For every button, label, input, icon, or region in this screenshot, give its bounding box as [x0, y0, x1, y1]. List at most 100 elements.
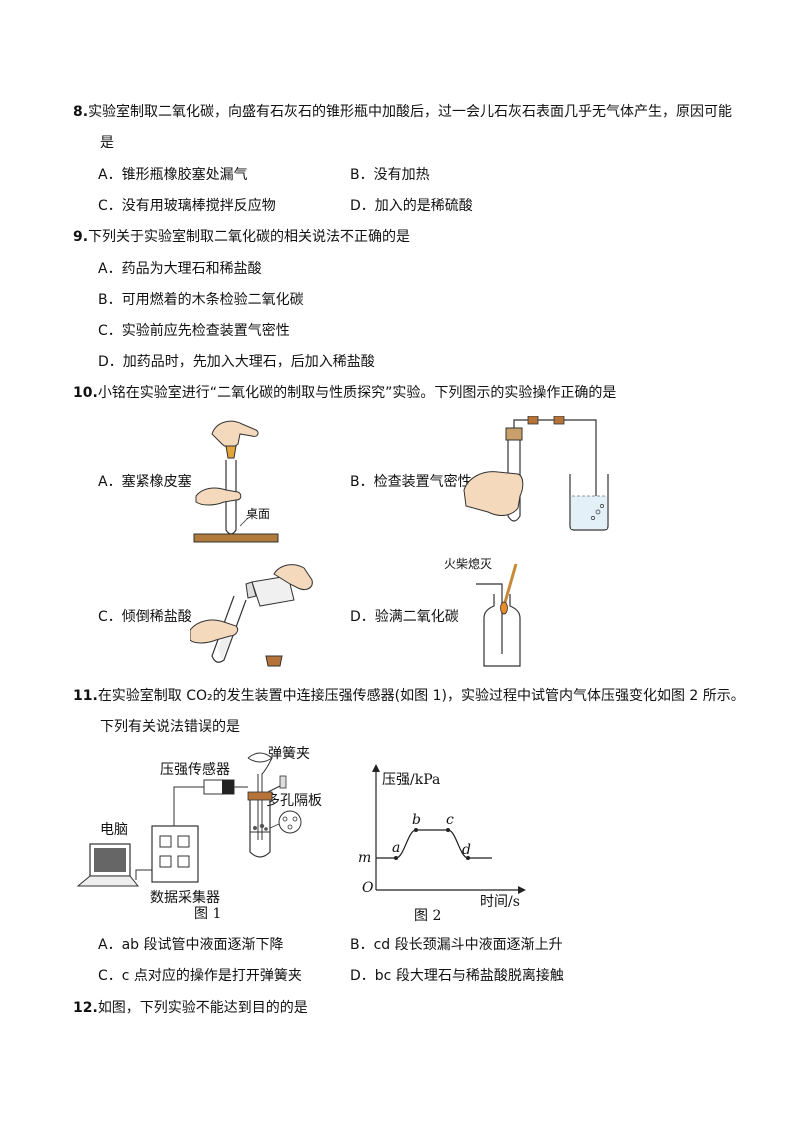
stopper-icon: [505, 427, 523, 441]
q9-number: 9.: [73, 229, 89, 245]
porous-plate-label: 多孔隔板: [266, 792, 322, 809]
point-d-label: d: [462, 842, 471, 858]
q11-stem-line: 11.在实验室制取 CO₂的发生装置中连接压强传感器(如图 1)，实验过程中试管…: [73, 685, 745, 705]
computer-label: 电脑: [100, 822, 128, 838]
point-b-label: b: [412, 812, 421, 828]
hand-icon: [463, 471, 524, 516]
option-label: D．: [350, 968, 375, 984]
sensor-wire-line: [173, 786, 204, 826]
q12-stem-line: 12.如图，下列实验不能达到目的的是: [73, 997, 308, 1017]
q9-option-c[interactable]: C．实验前应先检查装置气密性: [98, 320, 290, 340]
plate-hole-icon: [282, 816, 288, 822]
porous-plate-inset-icon: [278, 810, 302, 834]
q9-stem-line: 9.下列关于实验室制取二氧化碳的相关说法不正确的是: [73, 226, 410, 246]
option-label: B．: [98, 292, 122, 308]
water-icon: [571, 496, 607, 529]
desk-label: 桌面: [246, 507, 270, 521]
q10-option-d[interactable]: D．验满二氧化碳: [350, 606, 459, 626]
origin-label: O: [362, 880, 374, 896]
flame-icon: [500, 601, 508, 615]
delivery-tube-icon: [476, 583, 503, 654]
gas-bottle-icon: [483, 594, 521, 667]
option-text: 倾倒稀盐酸: [121, 609, 192, 625]
option-label: A．: [98, 261, 122, 277]
q8-option-a[interactable]: A．锥形瓶橡胶塞处漏气: [98, 164, 248, 184]
marble-icon: [264, 827, 268, 831]
rubber-tube-joint-icon: [527, 416, 539, 425]
q10-figure-a: 桌面: [193, 420, 279, 543]
y-axis-label: 压强/kPa: [382, 772, 440, 788]
plate-hole-icon: [292, 816, 298, 822]
collector-button-icon: [177, 855, 190, 868]
plate-hole-icon: [287, 824, 293, 830]
bubble-icon: [600, 504, 604, 508]
option-label: B．: [350, 937, 374, 953]
collector-wire-line: [135, 869, 152, 880]
q8-stem-cont: 是: [100, 135, 114, 151]
q10-option-a[interactable]: A．塞紧橡皮塞: [98, 471, 192, 491]
q11-option-a[interactable]: A．ab 段试管中液面逐渐下降: [98, 934, 284, 954]
option-text: 可用燃着的木条检验二氧化碳: [121, 292, 304, 308]
q8-option-d[interactable]: D．加入的是稀硫酸: [350, 195, 473, 215]
bottle-neck-icon: [245, 581, 257, 599]
data-collector-icon: [151, 825, 199, 883]
q11-stem-cont: 下列有关说法错误的是: [100, 719, 240, 735]
option-text: 锥形瓶橡胶塞处漏气: [121, 167, 248, 183]
option-text: 没有加热: [373, 167, 430, 183]
pressure-curve-line: [376, 829, 492, 859]
option-label: A．: [98, 167, 122, 183]
option-text: 实验前应先检查装置气密性: [121, 323, 290, 339]
option-text: 验满二氧化碳: [374, 609, 459, 625]
q11-figure-1: 压强传感器 弹簧夹 多孔隔板 电脑 数据采集器 图 1: [76, 746, 322, 922]
q8-number: 8.: [73, 104, 89, 120]
q10-figure-b: [463, 416, 609, 531]
collector-label: 数据采集器: [150, 889, 220, 906]
point-c-icon: [446, 828, 450, 832]
match-extinguished-label: 火柴熄灭: [444, 557, 492, 571]
x-axis-label: 时间/s: [480, 894, 520, 910]
collector-button-icon: [159, 835, 172, 848]
funnel-rim-line: [247, 757, 273, 763]
option-label: D．: [98, 354, 123, 370]
option-label: B．: [350, 474, 374, 490]
option-text: cd 段长颈漏斗中液面逐渐上升: [373, 937, 563, 953]
upper-hand-icon: [211, 420, 259, 448]
option-label: D．: [350, 198, 375, 214]
pressure-sensor-label: 压强传感器: [160, 761, 230, 778]
m-label: m: [358, 850, 371, 866]
option-text: c 点对应的操作是打开弹簧夹: [121, 968, 302, 984]
q10-option-c[interactable]: C．倾倒稀盐酸: [98, 606, 192, 626]
test-tube-icon: [507, 432, 521, 522]
point-a-icon: [394, 856, 398, 860]
stopper-icon: [247, 791, 273, 801]
bubble-icon: [595, 509, 601, 515]
desk-icon: [193, 533, 279, 543]
q8-option-b[interactable]: B．没有加热: [350, 164, 430, 184]
q9-option-a[interactable]: A．药品为大理石和稀盐酸: [98, 258, 262, 278]
q10-option-b[interactable]: B．检查装置气密性: [350, 471, 472, 491]
beaker-icon: [569, 474, 609, 531]
q11-option-b[interactable]: B．cd 段长颈漏斗中液面逐渐上升: [350, 934, 563, 954]
option-text: 检查装置气密性: [373, 474, 472, 490]
point-a-label: a: [392, 840, 400, 856]
q11-option-c[interactable]: C．c 点对应的操作是打开弹簧夹: [98, 965, 302, 985]
lower-hand-icon: [190, 619, 239, 644]
q11-stem: 在实验室制取 CO₂的发生装置中连接压强传感器(如图 1)，实验过程中试管内气体…: [97, 688, 745, 704]
pressure-sensor-head-icon: [222, 780, 234, 794]
spring-clip-icon: [279, 775, 287, 789]
reagent-bottle-icon: [251, 575, 295, 607]
q8-stem: 实验室制取二氧化碳，向盛有石灰石的锥形瓶中加酸后，过一会儿石灰石表面几乎无气体产…: [88, 104, 733, 120]
option-text: bc 段大理石与稀盐酸脱离接触: [374, 968, 564, 984]
rubber-tube-joint-icon: [553, 416, 565, 425]
q9-option-b[interactable]: B．可用燃着的木条检验二氧化碳: [98, 289, 304, 309]
q11-option-d[interactable]: D．bc 段大理石与稀盐酸脱离接触: [350, 965, 564, 985]
upper-hand-icon: [273, 564, 313, 591]
q9-option-d[interactable]: D．加药品时，先加入大理石，后加入稀盐酸: [98, 351, 375, 371]
inset-pointer-line: [269, 823, 280, 829]
fig1-caption: 图 1: [194, 906, 221, 922]
q10-figure-c: [190, 564, 313, 667]
q10-stem-line: 10.小铭在实验室进行“二氧化碳的制取与性质探究”实验。下列图示的实验操作正确的…: [73, 382, 616, 402]
point-b-icon: [414, 828, 418, 832]
q8-option-c[interactable]: C．没有用玻璃棒搅拌反应物: [98, 195, 276, 215]
option-label: A．: [98, 474, 122, 490]
